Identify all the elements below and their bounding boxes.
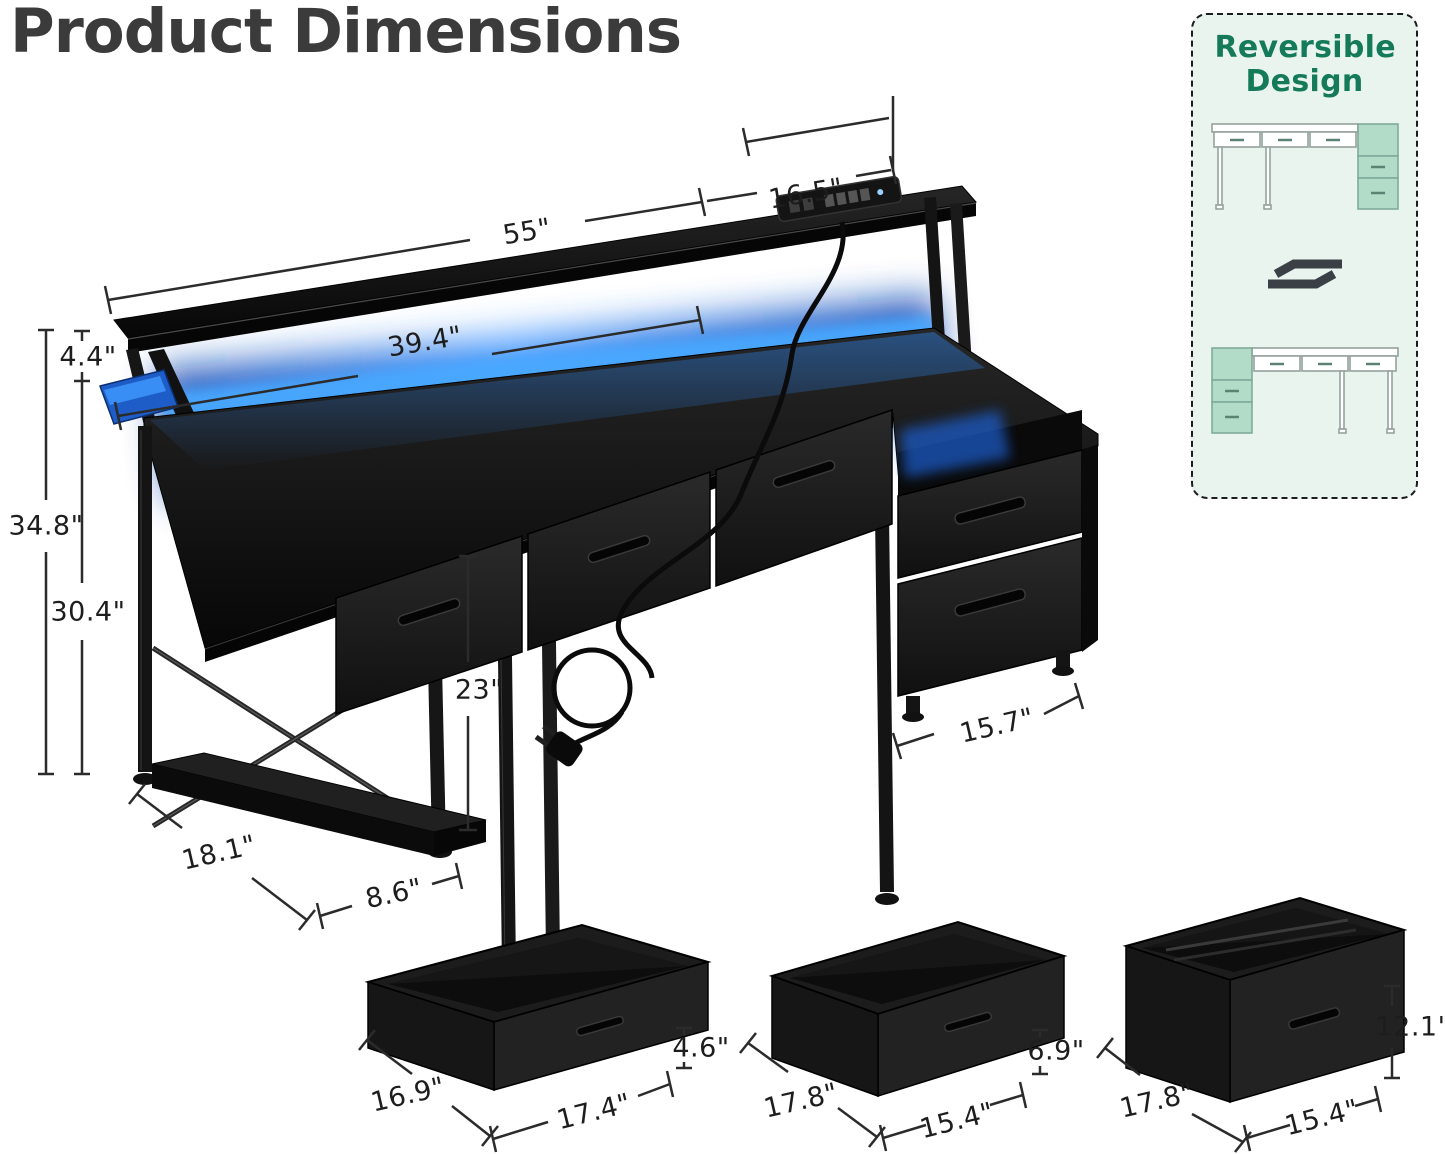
dim-label-total-height: 34.8" <box>8 510 84 542</box>
dimension-lines <box>38 96 1400 1153</box>
dim-label-under-desk-clearance: 23" <box>454 674 504 706</box>
power-cord <box>534 221 846 767</box>
file-cabinet <box>897 410 1098 722</box>
desk-drawers <box>335 408 893 716</box>
reversible-design-title: Reversible Design <box>1214 30 1396 99</box>
dim-label-desktop-height: 30.4" <box>50 596 126 628</box>
swap-arrows-icon <box>1267 259 1342 289</box>
page-title: Product Dimensions <box>10 0 682 67</box>
drawer-tray-file <box>1122 896 1408 1104</box>
power-strip <box>775 175 903 223</box>
dim-label-riser-height: 4.4" <box>59 341 117 373</box>
plug-icon <box>534 724 583 767</box>
reversible-design-panel: Reversible Design <box>1191 13 1418 499</box>
desk-layout-left-cabinet-drawing <box>1210 347 1399 434</box>
dim-label-medium-drawer-height: 6.9" <box>1027 1035 1085 1067</box>
desk-layout-right-cabinet-drawing <box>1210 123 1399 210</box>
drawer-tray-small <box>364 923 712 1092</box>
monitor-shelf <box>113 185 977 353</box>
drawer-tray-medium <box>768 920 1068 1098</box>
dim-label-small-drawer-height: 4.6" <box>672 1032 730 1064</box>
dim-label-file-drawer-height: 12.1" <box>1375 1011 1445 1043</box>
